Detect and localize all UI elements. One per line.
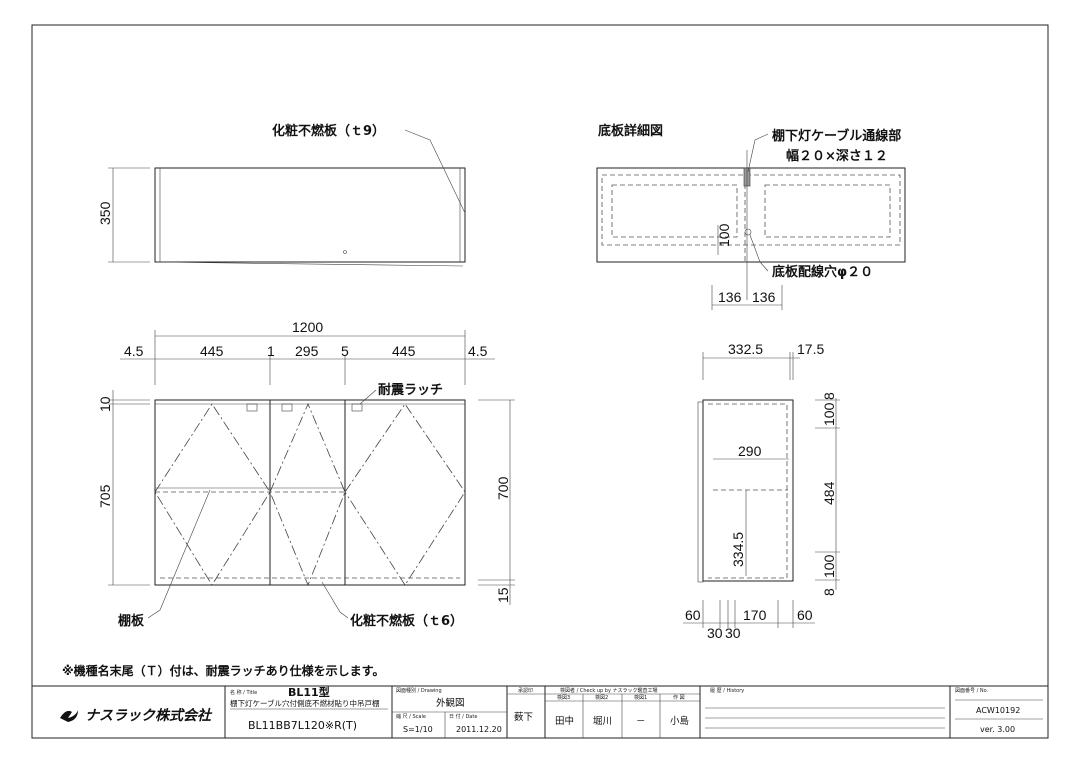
dim-row-0: 4.5 xyxy=(124,343,144,359)
date-value: 2011.12.20 xyxy=(456,725,502,734)
model-number: BL11BB7L120※R(T) xyxy=(248,719,357,732)
drawing-version: ver. 3.00 xyxy=(980,725,1015,734)
dim-right-484: 484 xyxy=(821,481,837,505)
dim-15: 15 xyxy=(495,587,511,603)
dim-row-2: 1 xyxy=(267,343,275,359)
check-header-1: 検図1 xyxy=(634,694,647,701)
front-view: 1200 4.5 445 1 295 5 445 4.5 耐震ラッチ 10 70… xyxy=(97,319,515,629)
history-caption: 履 歴 / History xyxy=(710,688,744,694)
scale-caption: 縮 尺 / Scale xyxy=(396,713,426,720)
dim-row-1: 445 xyxy=(200,343,224,359)
approval-stamp: 薮下 xyxy=(514,711,533,723)
approval-caption: 承認印 xyxy=(518,687,533,694)
drawing-type: 外観図 xyxy=(436,697,465,709)
dim-row-6: 4.5 xyxy=(468,343,488,359)
title-caption: 名 称 / Title xyxy=(230,689,257,696)
dim-290: 290 xyxy=(738,443,762,459)
drafter-name: 小島 xyxy=(670,715,689,727)
dim-bottom-30-a: 30 xyxy=(707,625,723,641)
side-view: 332.5 17.5 290 334.5 8 100 484 100 8 60 … xyxy=(683,341,840,641)
check-header-2: 検図2 xyxy=(595,694,608,701)
dim-334-5: 334.5 xyxy=(730,532,746,567)
dim-705: 705 xyxy=(97,484,113,508)
dim-bottom-60-right: 60 xyxy=(797,607,813,623)
dim-right-100-bottom: 100 xyxy=(821,554,837,578)
dim-row-4: 5 xyxy=(341,343,349,359)
dim-right-8-top: 8 xyxy=(821,392,837,400)
dim-row-3: 295 xyxy=(295,343,319,359)
label-face-panel-t9: 化粧不燃板（ｔ9） xyxy=(272,123,385,139)
product-subtitle: 棚下灯ケーブル穴付側底不燃材貼り中吊戸棚 xyxy=(230,698,380,708)
dim-depth: 350 xyxy=(97,201,113,225)
check-caption: 検図者 / Check up by ナスラック鑑査工場 xyxy=(560,687,658,694)
dim-10: 10 xyxy=(97,396,113,412)
dim-bottom-170: 170 xyxy=(743,607,767,623)
checker-1-name: － xyxy=(636,716,646,727)
wiring-hole-label: 底板配線穴φ２０ xyxy=(772,264,873,280)
dim-total-width: 1200 xyxy=(292,319,323,335)
face-panel-t6-label: 化粧不燃板（ｔ6） xyxy=(350,613,463,629)
spec-note: ※機種名末尾（Ｔ）付は、耐震ラッチあり仕様を示します。 xyxy=(62,663,384,678)
bottom-detail-view: 底板詳細図 棚下灯ケーブル通線部 幅２０×深さ１２ 100 底板配線穴φ２０ 1… xyxy=(596,123,906,310)
cable-channel-size: 幅２０×深さ１２ xyxy=(786,148,888,164)
shelf-label: 棚板 xyxy=(118,613,145,629)
dim-bottom-30-b: 30 xyxy=(725,625,741,641)
company-name: ナスラック株式会社 xyxy=(85,707,213,724)
title-block: ナスラック株式会社 名 称 / Title BL11型 棚下灯ケーブル穴付側底不… xyxy=(31,685,1049,739)
drawing-number: ACW10192 xyxy=(976,706,1020,715)
logo-mark-icon xyxy=(60,710,78,722)
dim-17-5: 17.5 xyxy=(797,341,824,357)
checker-2-name: 堀川 xyxy=(593,716,612,727)
bottom-detail-title: 底板詳細図 xyxy=(598,123,663,139)
dim-136-left: 136 xyxy=(718,289,742,305)
check-header-3: 検図3 xyxy=(557,694,570,701)
dim-100: 100 xyxy=(716,223,732,247)
product-title: BL11型 xyxy=(288,685,330,699)
drawing-caption: 図面種別 / Drawing xyxy=(396,687,442,694)
dim-bottom-60-left: 60 xyxy=(685,607,701,623)
dim-700: 700 xyxy=(495,476,511,500)
checker-3-name: 田中 xyxy=(555,715,574,727)
dim-right-8-bottom: 8 xyxy=(821,588,837,596)
dim-136-right: 136 xyxy=(752,289,776,305)
dim-row-5: 445 xyxy=(392,343,416,359)
top-view: 350 化粧不燃板（ｔ9） xyxy=(97,123,466,267)
drafter-header: 作 図 xyxy=(673,694,685,701)
dim-332-5: 332.5 xyxy=(728,341,763,357)
scale-value: S=1/10 xyxy=(403,725,433,734)
cable-channel-label: 棚下灯ケーブル通線部 xyxy=(772,128,901,144)
dim-right-100-top: 100 xyxy=(821,402,837,426)
company-logo: ナスラック株式会社 xyxy=(60,707,213,724)
date-caption: 日 付 / Date xyxy=(449,713,477,720)
number-caption: 図面番号 / No. xyxy=(955,687,989,694)
seismic-latch-label: 耐震ラッチ xyxy=(378,382,443,398)
